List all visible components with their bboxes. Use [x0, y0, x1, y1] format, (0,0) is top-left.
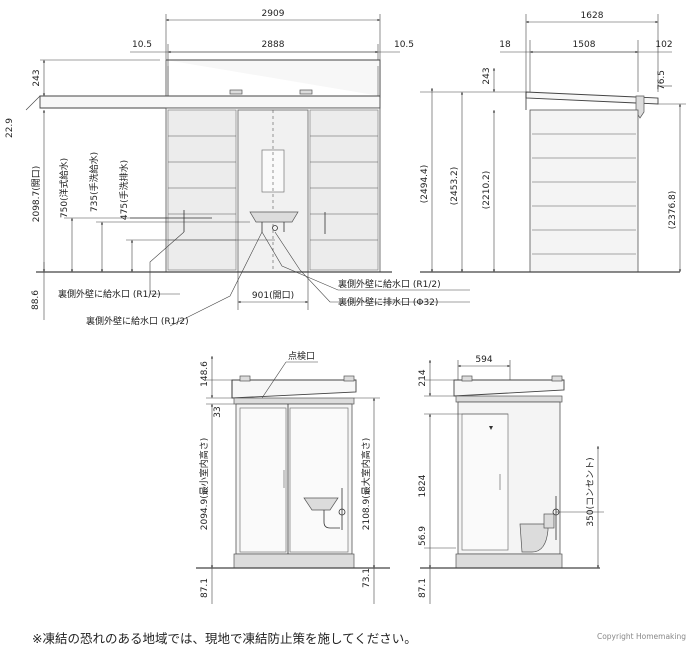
dim-side-overall: 1628: [581, 11, 604, 21]
dim-br-small: 56.9: [418, 526, 428, 546]
dim-eave-right: 10.5: [394, 40, 414, 50]
dim-bl-roof-height: 148.6: [200, 361, 210, 387]
dim-height-3: (2210.2): [482, 171, 492, 210]
side-elevation: 1628 18 1508 102 243 76.5 (2494.4) (2453…: [420, 11, 686, 273]
dim-bl-max-height: 2108.9(最大室内高さ): [360, 438, 372, 531]
dim-hand-drain: 475(手洗排水): [118, 160, 130, 220]
dim-bl-base-left: 87.1: [200, 578, 210, 598]
dim-side-roof-height: 243: [482, 67, 492, 84]
dim-height-1: (2494.4): [420, 165, 430, 204]
dim-hand-supply: 735(手洗給水): [88, 152, 100, 212]
front-elevation: 2909 2888 10.5 10.5: [5, 9, 470, 327]
dim-overall-width: 2909: [262, 9, 285, 19]
dim-br-door-height: 1824: [418, 474, 428, 497]
dim-eave-left: 10.5: [132, 40, 152, 50]
copyright: Copyright Homemaking: [596, 632, 686, 641]
dim-bl-base-right: 73.1: [362, 568, 372, 588]
callout-rear-supply-left: 裏側外壁に給水口 (R1/2): [58, 288, 161, 300]
dim-height-2: (2453.2): [450, 167, 460, 206]
dim-br-outlet: 350(コンセント): [585, 457, 596, 526]
dim-height-4: (2376.8): [668, 191, 678, 230]
interior-section-left: 点検口 148.6 33 2094.9(最小室内高さ) 2108.9(最大室内高…: [196, 350, 390, 604]
dim-inner-width: 2888: [262, 40, 285, 50]
dim-br-width: 594: [475, 355, 492, 365]
dim-side-top-edge: 76.5: [657, 70, 667, 90]
dim-bl-min-height: 2094.9(最小室内高さ): [198, 438, 210, 531]
dim-side-right-eave: 102: [655, 40, 672, 50]
dim-br-roof-height: 214: [418, 369, 428, 386]
dim-side-left-eave: 18: [499, 40, 511, 50]
dim-roof-edge: 22.9: [5, 118, 15, 138]
freeze-warning-note: ※凍結の恐れのある地域では、現地で凍結防止策を施してください。: [32, 631, 417, 646]
dim-door-height: 2098.7(開口): [31, 166, 42, 223]
label-inspection: 点検口: [288, 350, 315, 362]
dim-door-width: 901(開口): [252, 290, 294, 301]
dim-br-base: 87.1: [418, 578, 428, 598]
dim-roof-height: 243: [32, 69, 42, 86]
dim-side-body: 1508: [573, 40, 596, 50]
interior-section-right: 594 214 1824 56.9 87.1 350(コンセント): [418, 355, 604, 604]
dim-toilet-supply: 750(洋式給水): [58, 158, 70, 218]
callout-rear-drain-right: 裏側外壁に排水口 (Φ32): [338, 296, 438, 308]
callout-rear-supply-bottom: 裏側外壁に給水口 (R1/2): [86, 315, 189, 327]
dim-base-height: 88.6: [31, 290, 41, 310]
dim-bl-gap: 33: [213, 406, 223, 417]
callout-rear-supply-right: 裏側外壁に給水口 (R1/2): [338, 278, 441, 290]
